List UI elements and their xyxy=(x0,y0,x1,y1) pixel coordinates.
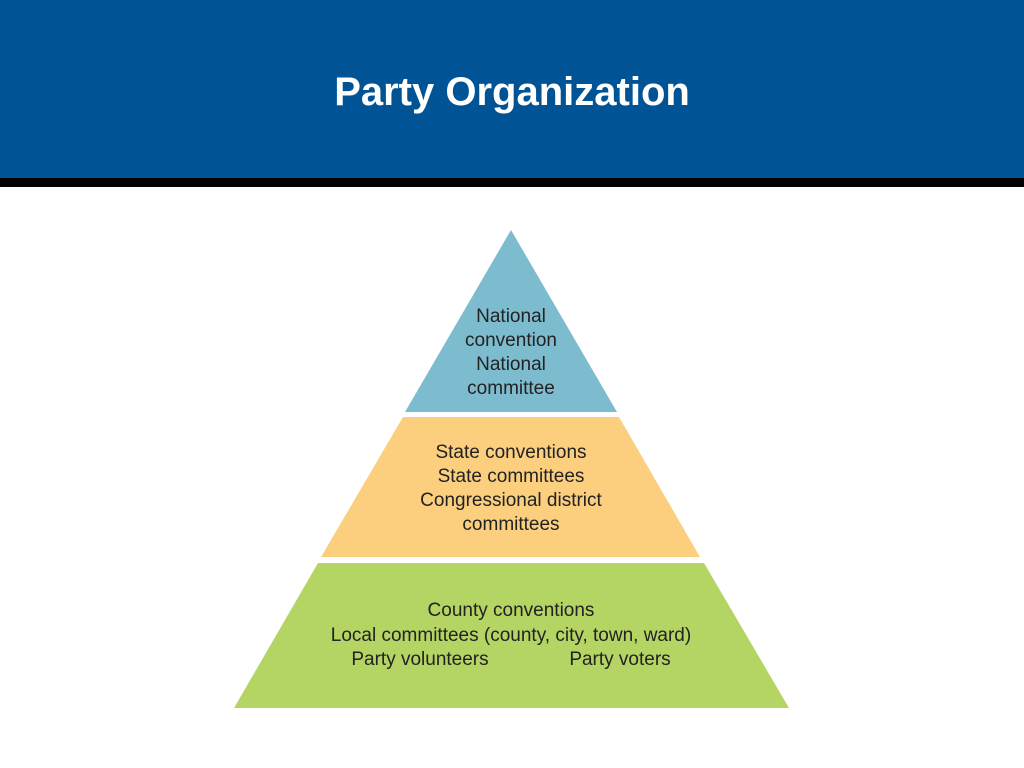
tier-national-line-1: National xyxy=(476,306,546,327)
tier-local-left-label: Party volunteers xyxy=(351,649,488,670)
tier-state-line-2: State committees xyxy=(438,466,585,487)
tier-local-line-1: County conventions xyxy=(428,600,595,621)
tier-state-line-4: committees xyxy=(462,514,559,535)
pyramid-tier-national xyxy=(405,230,617,412)
tier-state-line-3: Congressional district xyxy=(420,490,602,511)
tier-state-line-1: State conventions xyxy=(435,442,586,463)
page-title: Party Organization xyxy=(334,70,690,114)
tier-national-line-4: committee xyxy=(467,378,555,399)
tier-national-line-2: convention xyxy=(465,330,557,351)
pyramid-tier-local xyxy=(234,563,789,708)
header-divider xyxy=(0,178,1024,187)
tier-local-line-2: Local committees (county, city, town, wa… xyxy=(331,625,691,646)
tier-national-line-3: National xyxy=(476,354,546,375)
tier-local-right-label: Party voters xyxy=(569,649,670,670)
header-bar xyxy=(0,0,1024,178)
pyramid-tier-state xyxy=(321,417,700,557)
